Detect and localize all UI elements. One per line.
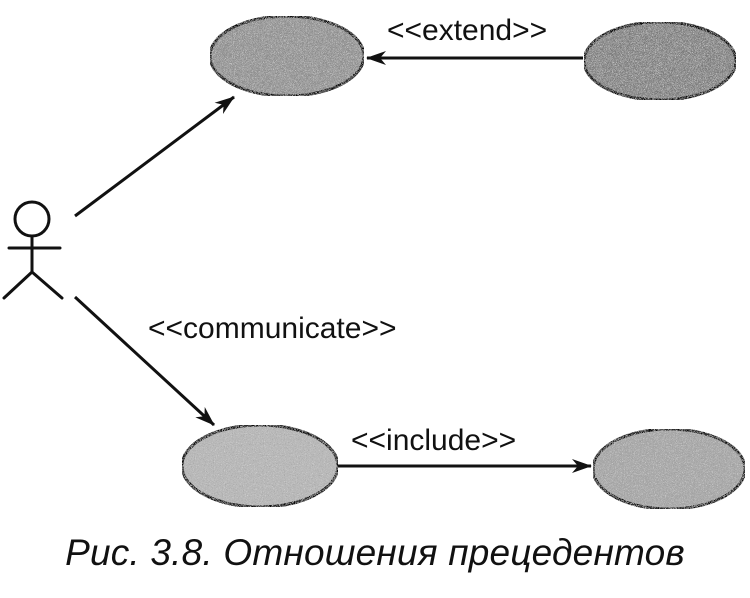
actor-right-leg bbox=[30, 270, 64, 300]
communicate-arrow bbox=[73, 295, 216, 427]
communicate-label: <<communicate>> bbox=[148, 312, 396, 345]
use-case-top-right bbox=[582, 20, 738, 102]
use-case-bottom-left bbox=[180, 423, 340, 509]
use-case-bottom-right bbox=[591, 427, 747, 511]
actor-head bbox=[13, 200, 51, 238]
actor-figure bbox=[2, 200, 64, 300]
use-case-top-left bbox=[208, 14, 366, 98]
include-label: <<include>> bbox=[351, 424, 516, 457]
actor-left-leg bbox=[2, 270, 34, 300]
figure-caption: Рис. 3.8. Отношения прецедентов bbox=[65, 532, 685, 573]
actor-to-top-use-case-arrow bbox=[74, 95, 235, 218]
extend-label: <<extend>> bbox=[387, 14, 547, 47]
